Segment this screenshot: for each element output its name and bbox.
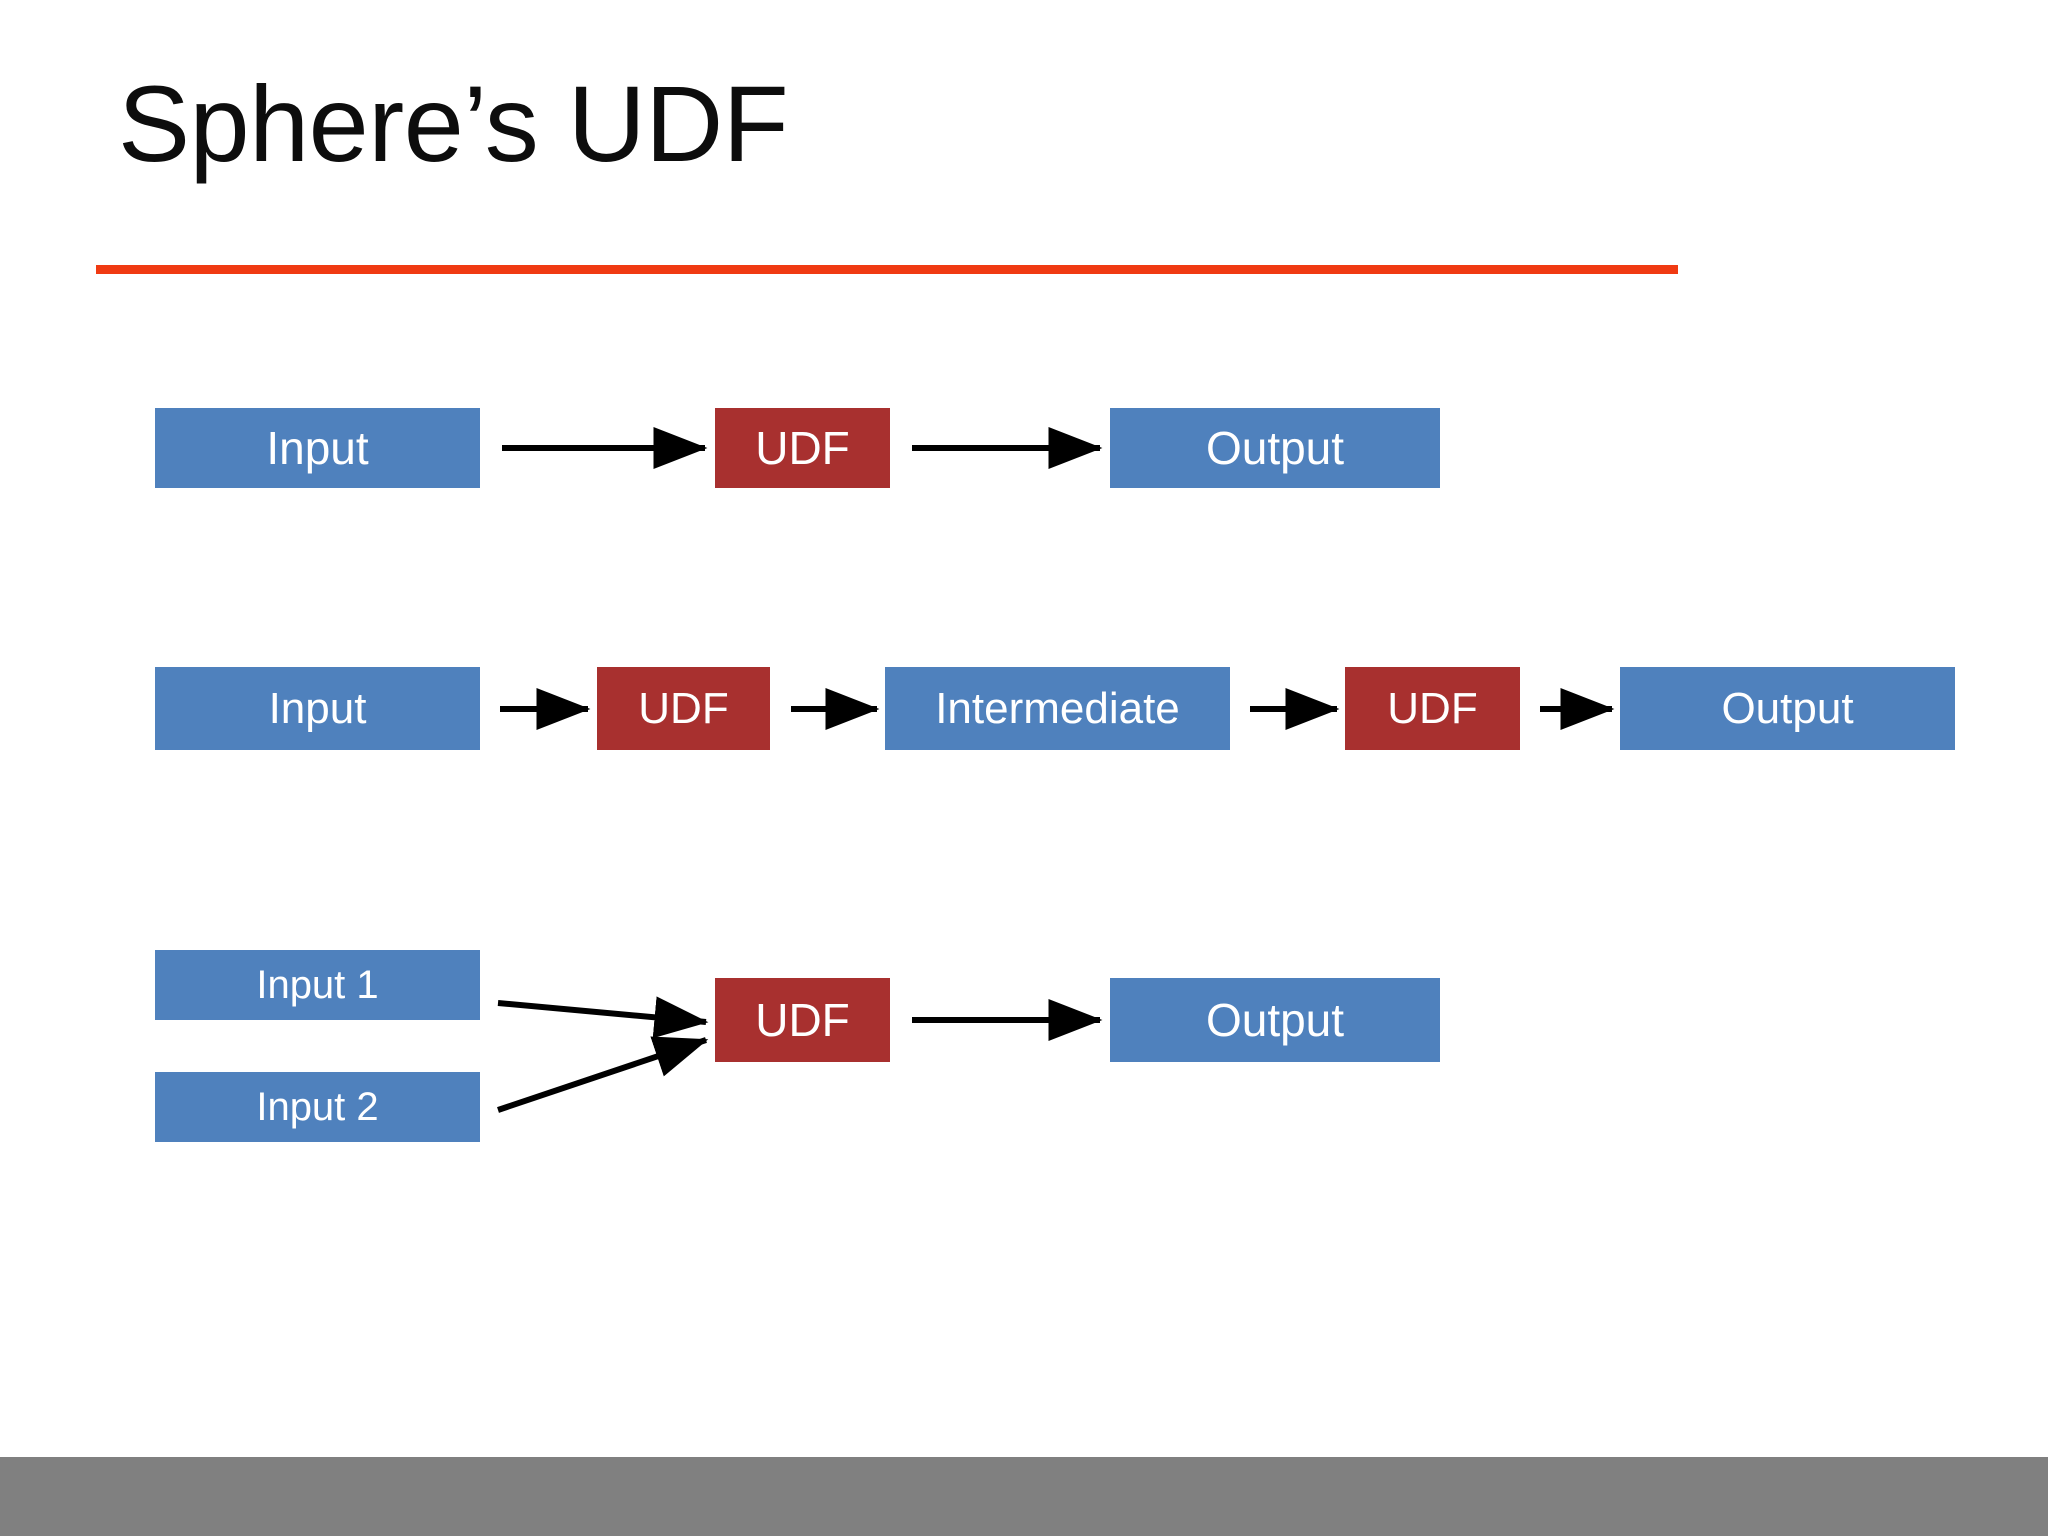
node-row3-input-1: Input 1 bbox=[155, 950, 480, 1020]
footer-bar bbox=[0, 1457, 2048, 1536]
node-row3-udf: UDF bbox=[715, 978, 890, 1062]
node-label: Input bbox=[266, 422, 369, 474]
node-label: UDF bbox=[755, 994, 850, 1046]
node-row2-udf-second: UDF bbox=[1345, 667, 1520, 750]
arrow-row3-input2-to-udf bbox=[497, 1036, 709, 1113]
node-label: UDF bbox=[755, 422, 850, 474]
title-underline-rule bbox=[96, 265, 1678, 274]
node-label: Output bbox=[1721, 683, 1854, 733]
node-row2-input: Input bbox=[155, 667, 480, 750]
node-label: Input 2 bbox=[256, 1084, 379, 1129]
node-row3-output: Output bbox=[1110, 978, 1440, 1062]
node-row2-output: Output bbox=[1620, 667, 1955, 750]
node-label: Output bbox=[1205, 422, 1345, 474]
node-row2-udf-first: UDF bbox=[597, 667, 770, 750]
node-row1-output: Output bbox=[1110, 408, 1440, 488]
node-row1-udf: UDF bbox=[715, 408, 890, 488]
arrow-row3-input1-to-udf bbox=[497, 996, 709, 1039]
node-label: UDF bbox=[1387, 683, 1478, 733]
node-row1-input: Input bbox=[155, 408, 480, 488]
node-row2-intermediate: Intermediate bbox=[885, 667, 1230, 750]
node-label: UDF bbox=[638, 683, 729, 733]
page-title: Sphere’s UDF bbox=[118, 63, 789, 184]
node-label: Intermediate bbox=[935, 683, 1180, 733]
node-label: Input 1 bbox=[256, 962, 379, 1007]
node-label: Output bbox=[1205, 994, 1345, 1046]
node-row3-input-2: Input 2 bbox=[155, 1072, 480, 1142]
node-label: Input bbox=[268, 683, 367, 733]
